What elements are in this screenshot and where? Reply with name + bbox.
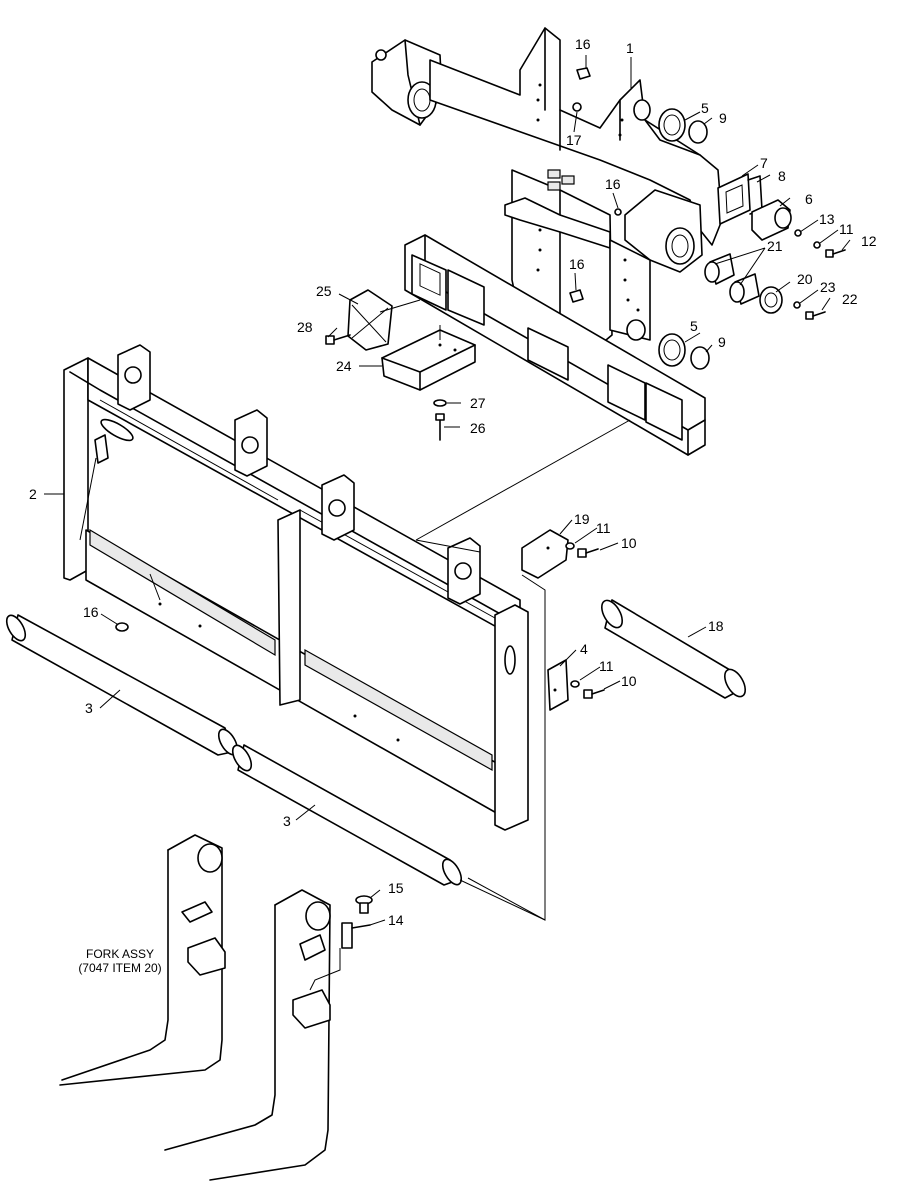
callout-16-mid: 16 [605, 176, 621, 192]
fastener-10-mid [577, 548, 599, 558]
part-26-bolt [435, 413, 445, 441]
part-9-oring-lower [690, 346, 710, 370]
callout-17: 17 [566, 132, 582, 148]
callout-15: 15 [388, 880, 404, 896]
part-21-bushings [704, 253, 760, 305]
fork-assy-label: FORK ASSY [86, 947, 154, 961]
part-20-washer [759, 286, 783, 314]
fitting-16-top [576, 67, 591, 80]
fastener-11-top [813, 241, 821, 249]
callout-18: 18 [708, 618, 724, 634]
fastener-23 [793, 301, 801, 309]
lower-cross-beam [404, 234, 706, 456]
fork-assy-note: FORK ASSY (7047 ITEM 20) [78, 947, 161, 975]
part-28-screw [325, 334, 351, 345]
callout-7: 7 [760, 155, 768, 171]
fork-assembly-right [164, 889, 331, 1181]
callout-25: 25 [316, 283, 332, 299]
callout-23: 23 [820, 279, 836, 295]
fitting-16-mid [614, 208, 622, 216]
part-24-block [381, 329, 476, 391]
callout-27: 27 [470, 395, 486, 411]
callout-16-lower: 16 [569, 256, 585, 272]
fastener-12 [825, 249, 846, 258]
callout-20: 20 [797, 271, 813, 287]
part-25-pad [347, 289, 393, 351]
leader-lines [44, 55, 851, 991]
callout-13: 13 [819, 211, 835, 227]
callout-6: 6 [805, 191, 813, 207]
part-5-bearing-upper [658, 108, 686, 142]
callout-22: 22 [842, 291, 858, 307]
part-14-pin [341, 922, 371, 949]
callout-3-upper: 3 [85, 700, 93, 716]
callout-16-carriage: 16 [83, 604, 99, 620]
callout-12: 12 [861, 233, 877, 249]
callout-8: 8 [778, 168, 786, 184]
callout-14: 14 [388, 912, 404, 928]
part-5-bearing-lower [658, 333, 686, 367]
callout-11-top: 11 [839, 221, 854, 237]
callout-21: 21 [767, 238, 783, 254]
fastener-13 [794, 229, 802, 237]
frame-holes [536, 83, 640, 312]
callout-4: 4 [580, 641, 588, 657]
callout-26: 26 [470, 420, 486, 436]
part-9-oring-upper [688, 120, 708, 144]
callout-24: 24 [336, 358, 352, 374]
callout-9-lower: 9 [718, 334, 726, 350]
callout-28: 28 [297, 319, 313, 335]
part-6-cylinder-end [751, 199, 792, 241]
callout-3-lower: 3 [283, 813, 291, 829]
callout-1: 1 [626, 40, 634, 56]
fastener-11-low [570, 680, 580, 688]
callout-11-low: 11 [599, 658, 614, 674]
fork-assy-reference: (7047 ITEM 20) [78, 961, 161, 975]
callout-labels: 1 2 3 3 4 5 5 6 7 8 9 9 10 10 11 11 11 1… [29, 36, 877, 928]
fork-assembly-left [59, 834, 226, 1086]
fitting-16-lower [569, 289, 584, 303]
callout-10-low: 10 [621, 673, 637, 689]
callout-16-top: 16 [575, 36, 591, 52]
part-7-plate [717, 173, 751, 225]
part-2-fork-carriage [63, 344, 529, 831]
fastener-11-mid [565, 542, 575, 550]
part-3-shaft-lower [231, 744, 463, 886]
fastener-22 [805, 311, 826, 320]
callout-9-upper: 9 [719, 110, 727, 126]
part-19-plate [521, 529, 569, 579]
part-27-washer [433, 399, 447, 407]
callout-5-lower: 5 [690, 318, 698, 334]
callout-11-mid: 11 [596, 520, 611, 536]
part-15-bolt [355, 895, 373, 914]
fitting-17 [572, 102, 582, 112]
callout-5-upper: 5 [701, 100, 709, 116]
part-18-shaft [600, 599, 747, 699]
fastener-10-low [583, 689, 605, 699]
part-4-plate [547, 659, 569, 711]
callout-2: 2 [29, 486, 37, 502]
callout-19: 19 [574, 511, 590, 527]
callout-10-mid: 10 [621, 535, 637, 551]
